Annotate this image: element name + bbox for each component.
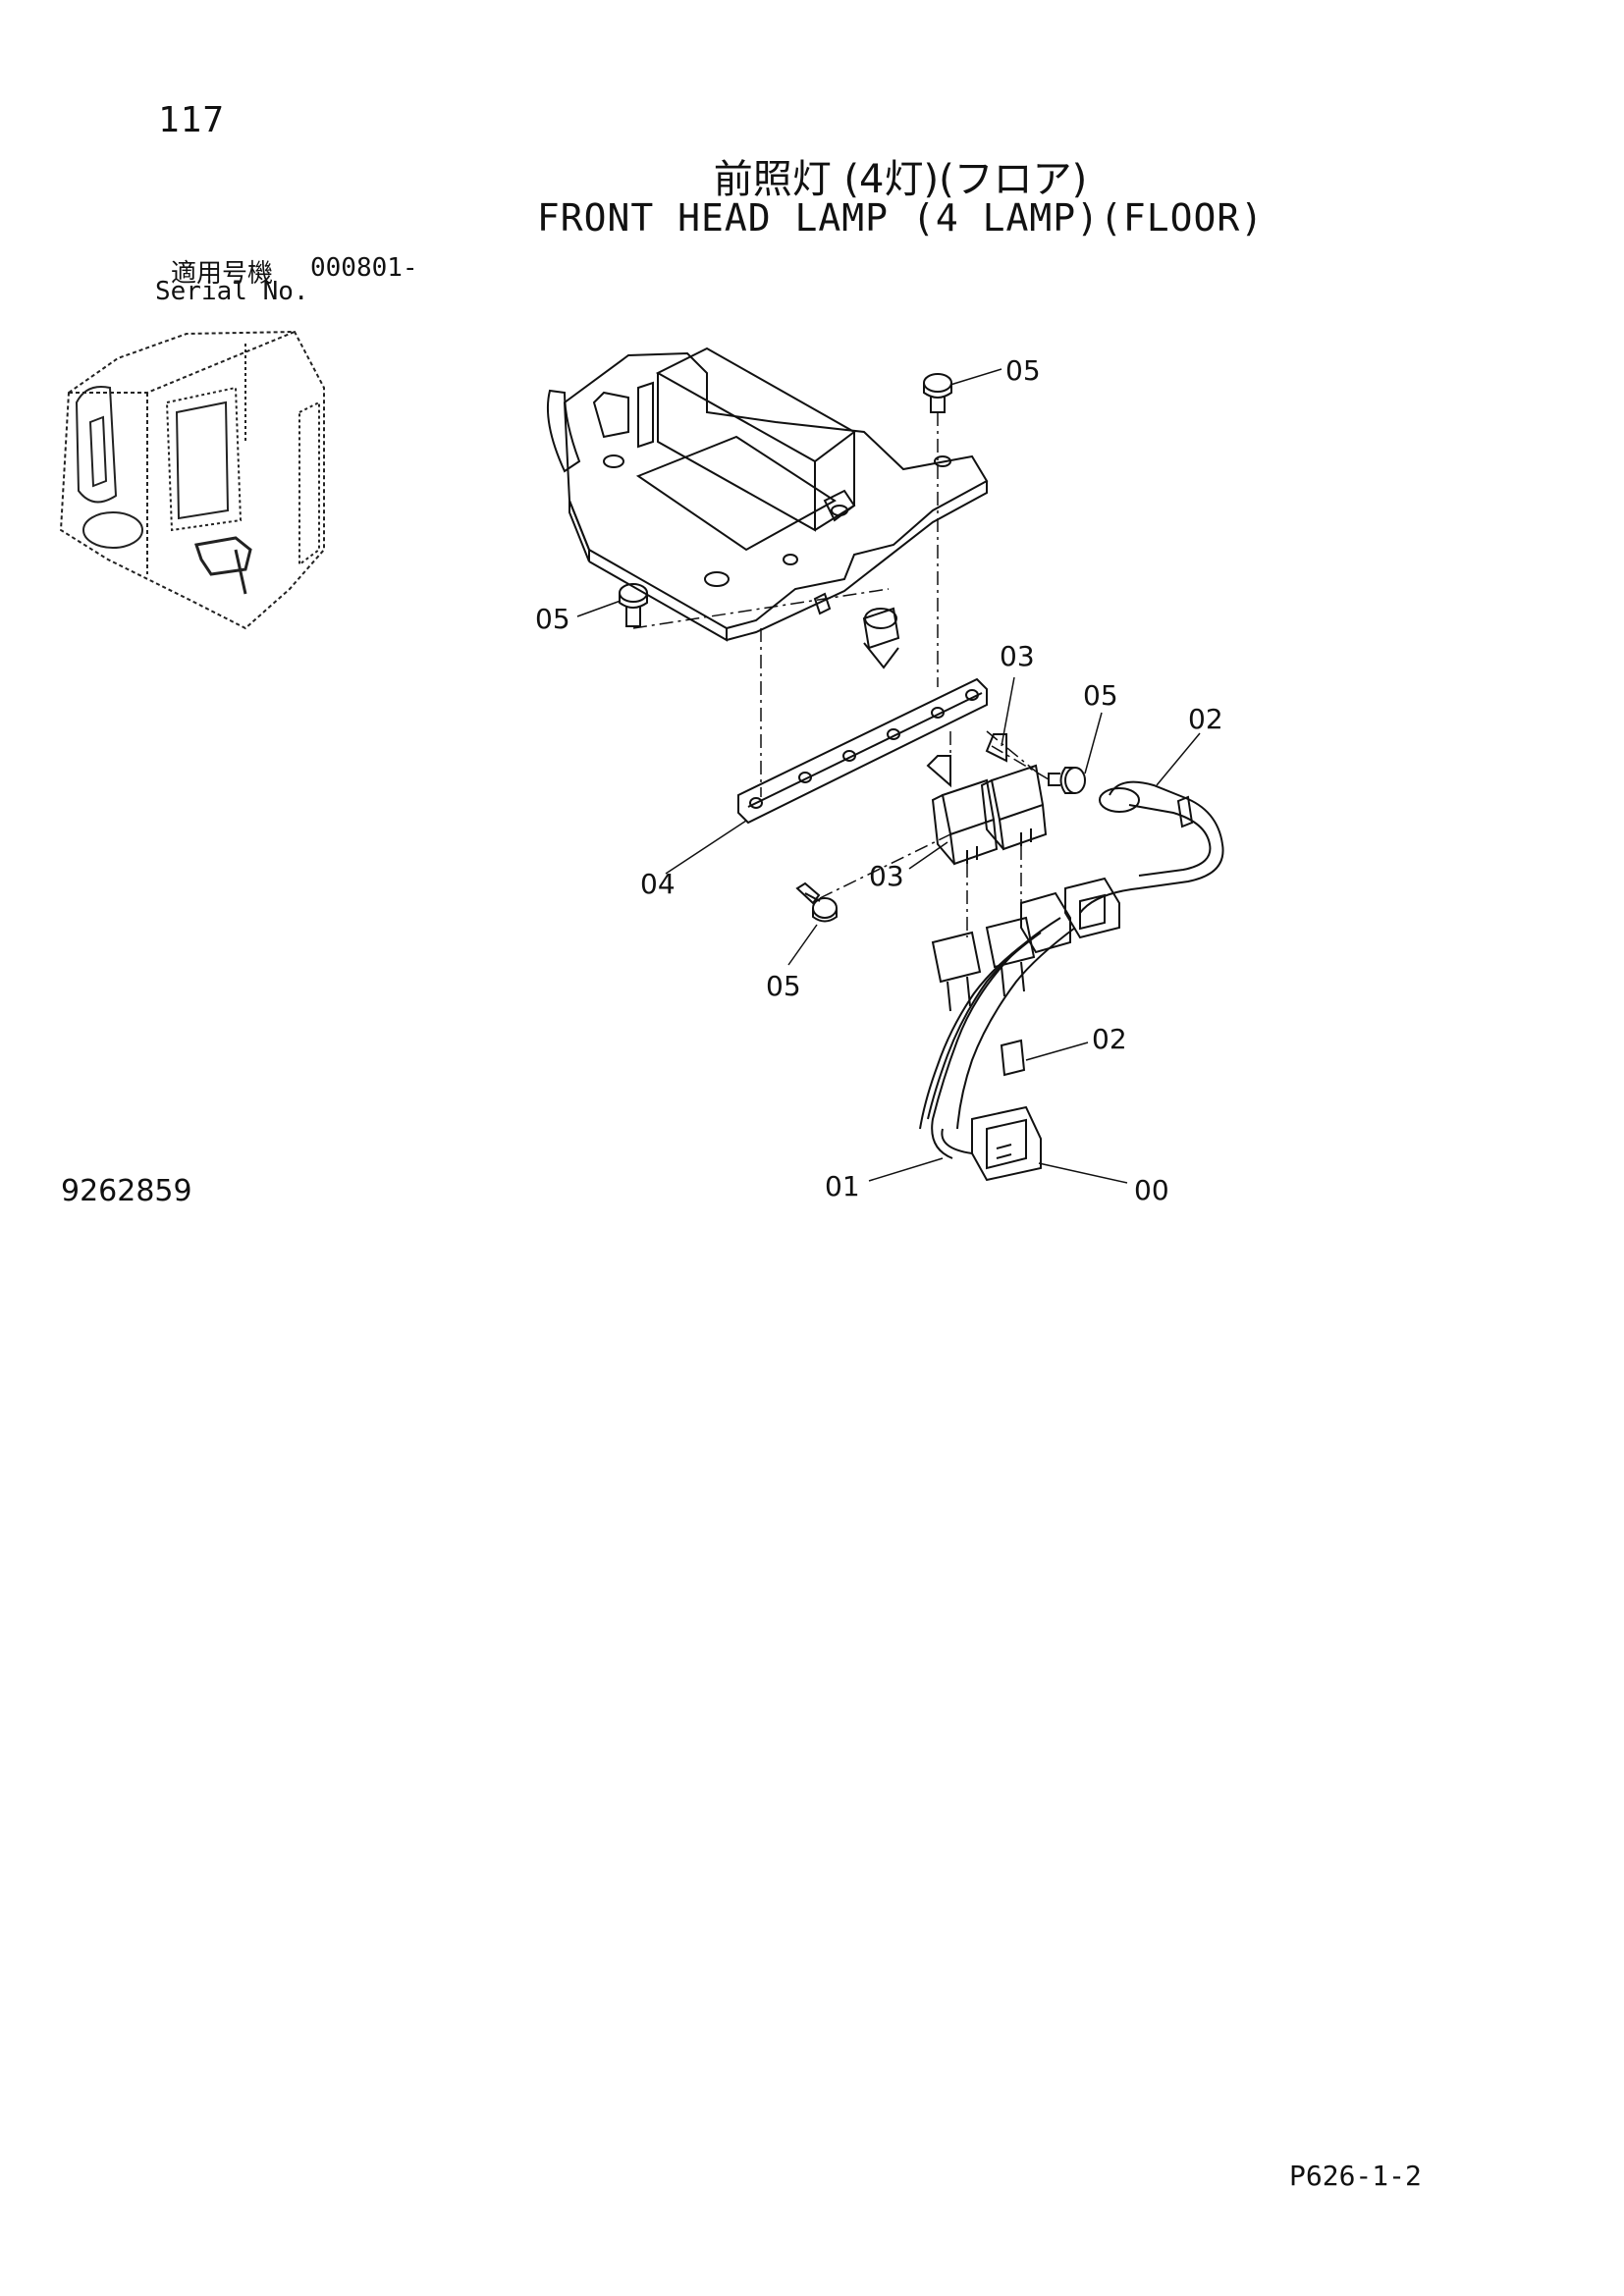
serial-label-english: Serial No.	[155, 277, 309, 306]
relay-03-lower	[926, 755, 999, 866]
callout-05-bottom: 05	[766, 970, 801, 1002]
serial-value: 000801-	[310, 253, 418, 283]
callout-04: 04	[640, 868, 676, 900]
bolt-05-right	[1048, 767, 1086, 794]
title-japanese: 前照灯 (4灯)(フロア)	[713, 157, 1088, 202]
callout-00: 00	[1134, 1174, 1169, 1206]
callout-01: 01	[825, 1170, 860, 1202]
relay-03-upper	[980, 733, 1048, 851]
leader-lines	[576, 368, 1201, 1184]
callout-05-left: 05	[535, 603, 570, 635]
page-code: P626-1-2	[1289, 2160, 1422, 2192]
callout-02-top: 02	[1188, 703, 1223, 735]
cab-thumbnail	[59, 330, 325, 630]
callout-labels: 05 05 03 05 02 04 03 05 02 01 00	[535, 354, 1223, 1206]
callout-05-right: 05	[1083, 679, 1118, 712]
alignment-lines	[632, 412, 1050, 937]
bracket-04	[737, 677, 988, 825]
drawing-number: 9262859	[61, 1174, 192, 1208]
callout-03-mid: 03	[869, 860, 904, 892]
wiring-harness	[919, 780, 1224, 1182]
callout-05-top: 05	[1005, 354, 1041, 387]
page-number: 117	[158, 100, 226, 140]
callout-03-top: 03	[1000, 640, 1035, 672]
callout-02-mid: 02	[1092, 1023, 1127, 1055]
serial-label-japanese: 適用号機	[171, 259, 274, 289]
title-english: FRONT HEAD LAMP (4 LAMP)(FLOOR)	[536, 196, 1265, 240]
floor-plate	[546, 347, 989, 669]
bolt-05-bottom	[795, 881, 838, 923]
bolt-05-left	[619, 583, 648, 627]
bolt-05-top	[923, 373, 952, 413]
